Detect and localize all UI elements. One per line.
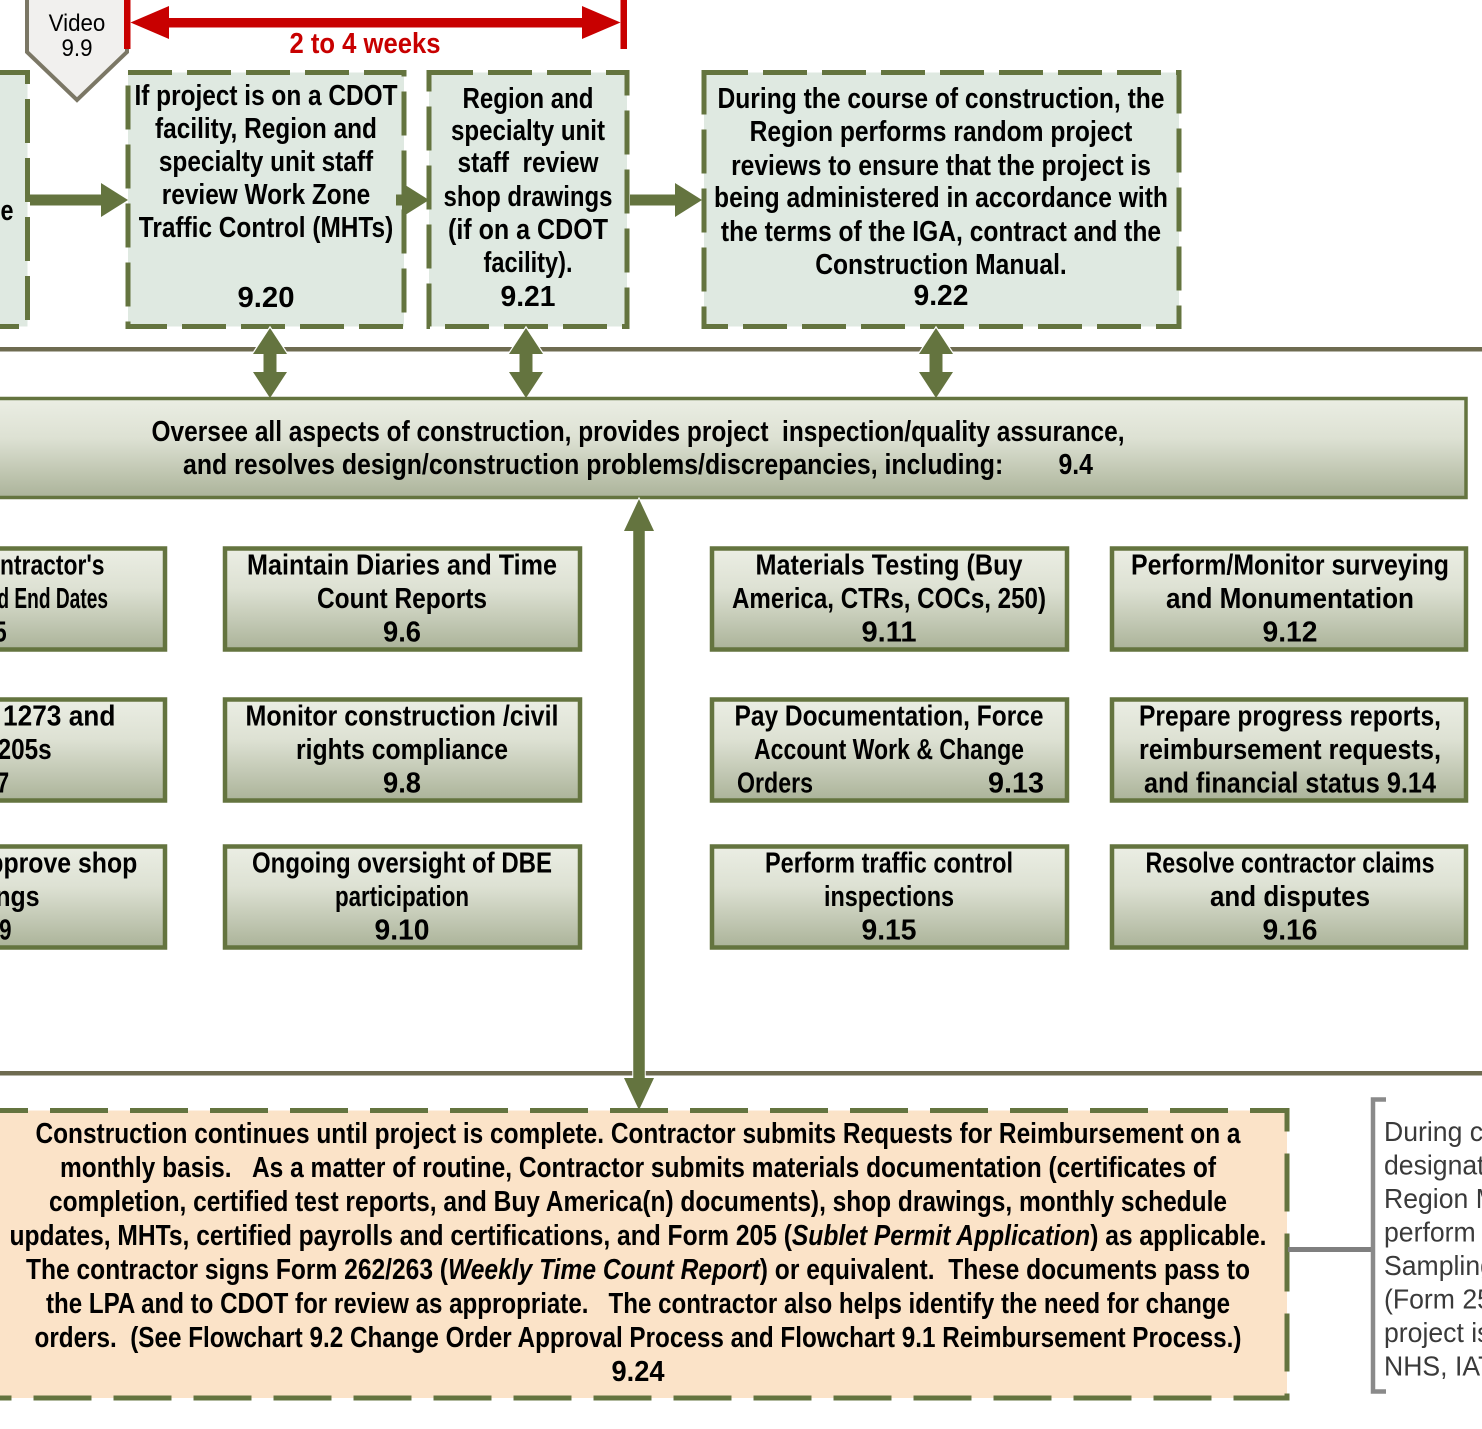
svg-text:Count Reports: Count Reports (317, 583, 487, 615)
svg-text:and disputes: and disputes (1210, 881, 1370, 913)
svg-text:9.15: 9.15 (862, 915, 917, 947)
svg-text:the LPA and to CDOT for review: the LPA and to CDOT for review as approp… (46, 1288, 1230, 1320)
svg-text:Region Materials staff: Region Materials staff (1384, 1183, 1482, 1214)
svg-text:and End Dates: and End Dates (0, 583, 108, 615)
svg-text:9.22: 9.22 (914, 280, 969, 312)
svg-text:The contractor signs Form 262/: The contractor signs Form 262/263 (Weekl… (26, 1254, 1250, 1286)
svg-text:orders. (See Flowchart 9.2 Ch: orders. (See Flowchart 9.2 Change Order … (35, 1322, 1242, 1354)
svg-text:Perform traffic control: Perform traffic control (765, 848, 1013, 880)
svg-text:During the course of construct: During the course of construction, the (718, 83, 1165, 115)
svg-text:During construction, the: During construction, the (1384, 1116, 1482, 1147)
svg-text:Prepare progress reports,: Prepare progress reports, (1139, 701, 1441, 733)
svg-text:Construction Manual.: Construction Manual. (815, 249, 1067, 281)
svg-text:Materials Testing (Buy: Materials Testing (Buy (756, 550, 1023, 582)
svg-text:facility, Region and: facility, Region and (155, 113, 377, 145)
svg-text:205s: 205s (0, 734, 52, 766)
svg-text:9.12: 9.12 (1263, 617, 1318, 649)
svg-text:Resolve contractor claims: Resolve contractor claims (1146, 848, 1435, 880)
svg-text:Oversee all aspects of constru: Oversee all aspects of construction, pro… (152, 416, 1125, 448)
svg-text:Region performs random project: Region performs random project (750, 116, 1133, 148)
svg-text:Contractor's: Contractor's (0, 550, 105, 582)
svg-text:and Monumentation: and Monumentation (1166, 583, 1414, 615)
svg-text:(Form 254) if the: (Form 254) if the (1384, 1284, 1482, 1315)
svg-text:specialty unit: specialty unit (451, 115, 605, 147)
svg-text:pprove shop: pprove shop (0, 848, 137, 880)
svg-text:the terms of the IGA, contract: the terms of the IGA, contract and the (721, 216, 1161, 248)
svg-text:Region and: Region and (463, 83, 594, 115)
svg-text:Account Work & Change: Account Work & Change (754, 734, 1024, 766)
svg-text:specialty unit staff: specialty unit staff (159, 146, 374, 178)
svg-text:Construction continues until p: Construction continues until project is … (36, 1118, 1242, 1150)
svg-text:9.24: 9.24 (612, 1356, 665, 1388)
svg-text:facility).: facility). (484, 247, 573, 279)
svg-text:Monitor construction /civil: Monitor construction /civil (246, 701, 559, 733)
svg-text:America, CTRs, COCs, 250): America, CTRs, COCs, 250) (732, 583, 1046, 615)
svg-text:2 to 4 weeks: 2 to 4 weeks (290, 28, 441, 60)
svg-text:being administered in accordan: being administered in accordance with (714, 182, 1168, 214)
svg-text:9.7: 9.7 (0, 768, 9, 800)
svg-text:participation: participation (335, 881, 469, 913)
svg-text:9.16: 9.16 (1263, 915, 1318, 947)
svg-text:e: e (1, 195, 14, 227)
svg-text:Orders: Orders (737, 768, 813, 800)
svg-text:9.9: 9.9 (0, 915, 12, 947)
svg-text:staff review: staff review (458, 147, 600, 179)
svg-text:9.10: 9.10 (375, 915, 430, 947)
svg-text:9.9: 9.9 (62, 35, 93, 62)
svg-text:project is on the: project is on the (1384, 1317, 1482, 1348)
svg-text:completion, certified test rep: completion, certified test reports, and … (49, 1186, 1227, 1218)
svg-text:shop drawings: shop drawings (444, 181, 613, 213)
svg-text:updates, MHTs, certified payro: updates, MHTs, certified payrolls and ce… (10, 1220, 1267, 1252)
svg-text:Traffic Control (MHTs): Traffic Control (MHTs) (139, 212, 393, 244)
svg-text:Maintain Diaries and Time: Maintain Diaries and Time (247, 550, 557, 582)
svg-text:Sampling and Testing: Sampling and Testing (1384, 1250, 1482, 1281)
svg-text:9.13: 9.13 (988, 768, 1044, 800)
svg-text:monthly basis. As a matter o: monthly basis. As a matter of routine, C… (60, 1152, 1216, 1184)
svg-text:and resolves design/constructi: and resolves design/construction problem… (183, 449, 1093, 481)
svg-text:reimbursement requests,: reimbursement requests, (1139, 734, 1441, 766)
svg-text:(if on a CDOT: (if on a CDOT (448, 214, 609, 246)
svg-text:ings: ings (0, 881, 40, 913)
svg-text:NHS, IAT required: NHS, IAT required (1384, 1351, 1482, 1382)
svg-text:inspections: inspections (824, 881, 954, 913)
svg-text:Video: Video (49, 10, 106, 37)
svg-text:9.8: 9.8 (383, 768, 421, 800)
svg-text:9.5: 9.5 (0, 617, 7, 649)
svg-text:9.11: 9.11 (862, 617, 917, 649)
svg-text:reviews to ensure that the pro: reviews to ensure that the project is (731, 150, 1151, 182)
svg-text:perform Independent Assurance: perform Independent Assurance (1384, 1217, 1482, 1248)
svg-text:review Work Zone: review Work Zone (162, 179, 370, 211)
svg-text:Ongoing oversight of DBE: Ongoing oversight of DBE (252, 848, 552, 880)
svg-text:1273 and: 1273 and (3, 701, 115, 733)
svg-text:9.20: 9.20 (238, 282, 295, 314)
svg-text:Perform/Monitor surveying: Perform/Monitor surveying (1131, 550, 1449, 582)
svg-text:and financial status 9.14: and financial status 9.14 (1144, 768, 1436, 800)
svg-text:designated CDOT: designated CDOT (1384, 1150, 1482, 1181)
svg-text:9.6: 9.6 (383, 617, 421, 649)
svg-text:If project is on a CDOT: If project is on a CDOT (135, 80, 398, 112)
svg-text:9.21: 9.21 (501, 281, 556, 313)
svg-text:Pay Documentation, Force: Pay Documentation, Force (735, 701, 1044, 733)
svg-text:rights compliance: rights compliance (296, 734, 508, 766)
